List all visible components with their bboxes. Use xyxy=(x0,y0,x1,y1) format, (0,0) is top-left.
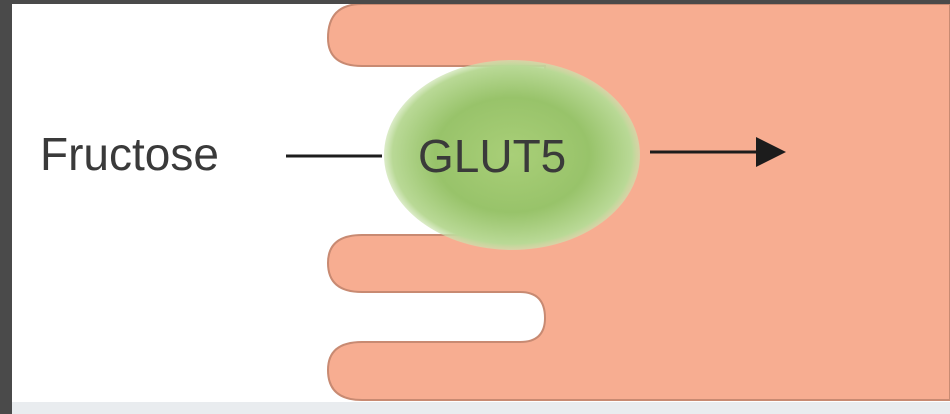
glut5-label: GLUT5 xyxy=(418,130,566,182)
frame-top-border xyxy=(0,0,950,4)
cell-bottom-edge xyxy=(12,402,950,414)
fructose-label: Fructose xyxy=(40,128,219,180)
frame-left-border xyxy=(0,0,12,414)
